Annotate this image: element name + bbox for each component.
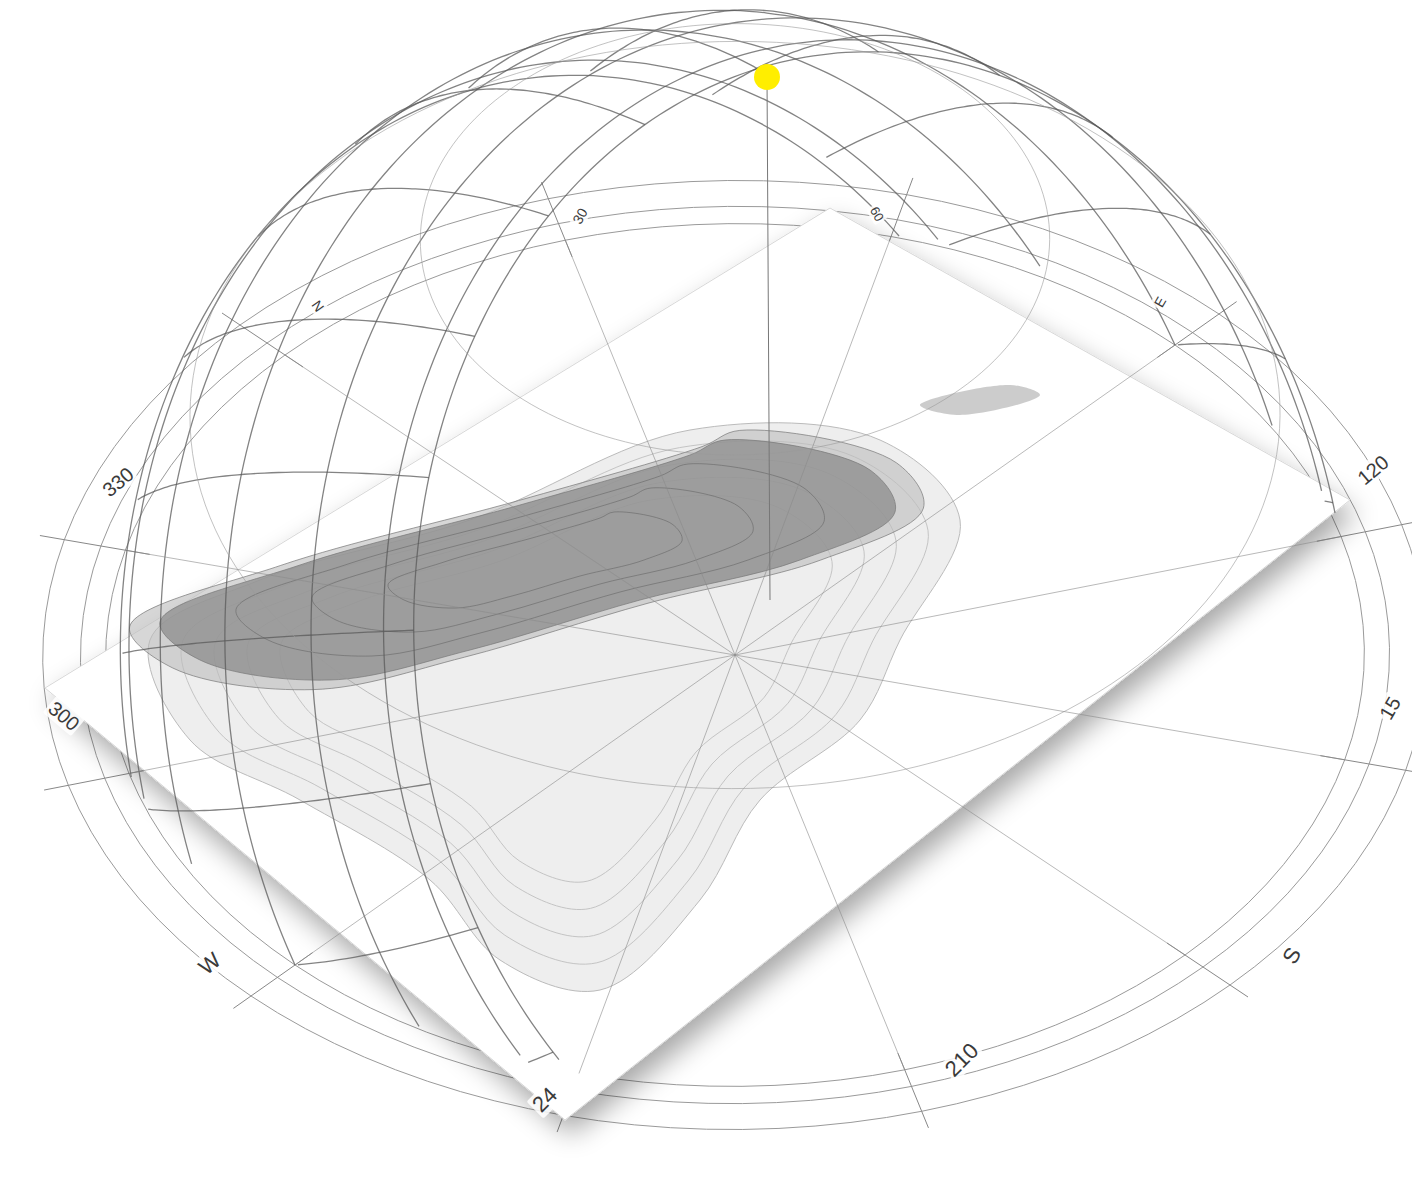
terrain-patch (920, 385, 1040, 415)
sun-path-line (129, 60, 938, 798)
compass-label: 30 (568, 204, 592, 229)
sun-path-line (225, 10, 1175, 965)
sun-path-line (184, 319, 475, 357)
compass-label: 15 (1374, 691, 1406, 725)
compass-label: 120 (1352, 450, 1395, 491)
contour-line (312, 488, 753, 632)
sun-path-line (384, 40, 1322, 1056)
contour-line (236, 464, 825, 656)
sun-path-line (138, 472, 429, 500)
terrain-region (148, 423, 960, 992)
sun-path-line (311, 18, 1272, 1027)
sun-marker (754, 64, 780, 90)
altitude-ring (420, 24, 1049, 455)
contour-line (388, 512, 682, 608)
terrain-plane (45, 208, 1350, 1120)
azimuth-line (285, 355, 735, 655)
azimuth-line (125, 550, 735, 655)
azimuth-line (735, 345, 1175, 655)
sun-path-line (590, 10, 878, 71)
sun-path-line (1178, 344, 1285, 359)
terrain-contours (129, 385, 1040, 992)
compass-label: W (193, 947, 227, 981)
sun-path-line (528, 1052, 553, 1062)
compass-label: S (1277, 942, 1307, 970)
sun-path-line (160, 30, 1040, 864)
sun-path-dome (120, 10, 1344, 1074)
azimuth-line (735, 537, 1341, 655)
sun-path-line (120, 75, 899, 777)
azimuth-line (735, 655, 1345, 760)
sun-ray (767, 77, 770, 600)
compass-label: 330 (97, 462, 140, 503)
compass-ring (43, 181, 1412, 1130)
sun-path-line (826, 103, 1113, 157)
azimuth-line (295, 655, 735, 965)
sun-path-line (1325, 501, 1333, 503)
terrain-plane (45, 208, 1350, 1120)
azimuth-line (129, 655, 735, 773)
sun-path-line (469, 28, 758, 88)
azimuth-line (735, 655, 1185, 955)
sun-path-line (123, 630, 414, 653)
sun-path-line (949, 208, 1210, 245)
compass-label: 60 (866, 202, 888, 225)
compass-label: 210 (939, 1037, 985, 1083)
sun-path-line (298, 928, 478, 965)
azimuth-line (735, 237, 891, 655)
sun-path-line (414, 52, 1335, 1060)
sun-path-line (258, 188, 548, 236)
azimuth-line (579, 655, 735, 1073)
compass-rings (40, 178, 1412, 1132)
azimuth-line (735, 655, 905, 1070)
sun-path-line (148, 784, 430, 811)
altitude-ring (190, 41, 1280, 788)
azimuth-line (565, 240, 735, 655)
terrain-ridge (160, 440, 896, 681)
compass-label: N (307, 296, 328, 317)
